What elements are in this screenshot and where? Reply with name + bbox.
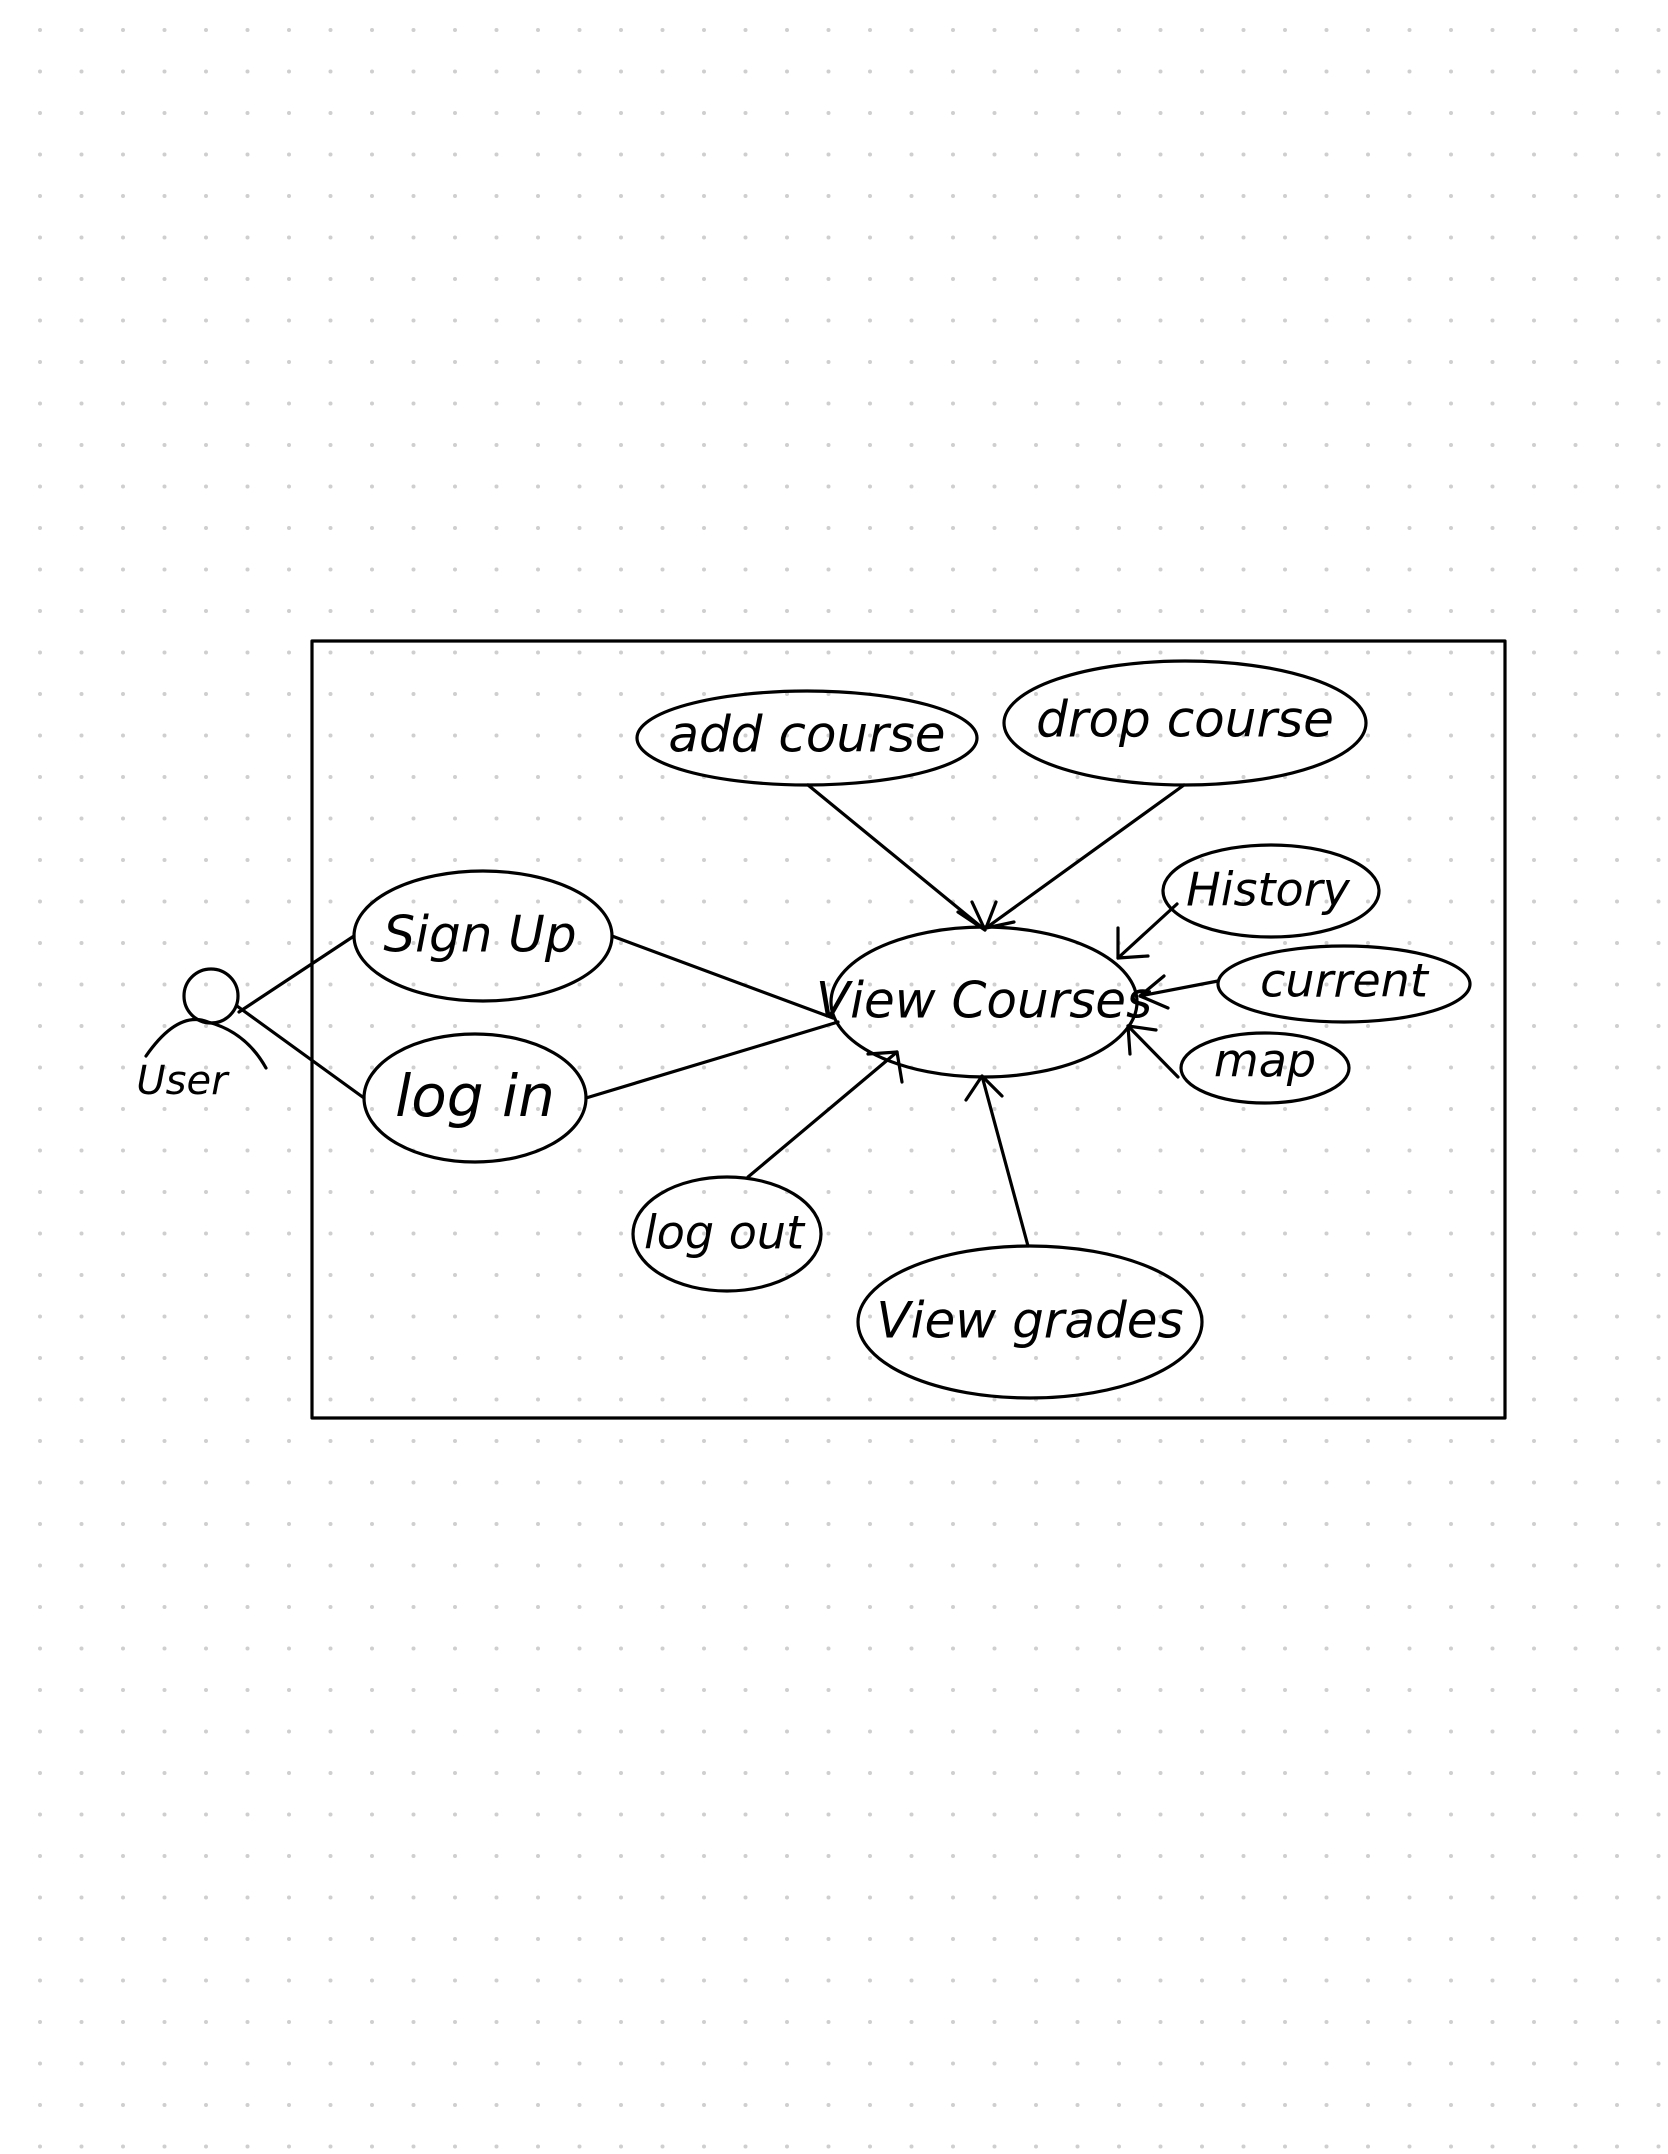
actor-body-icon <box>144 1017 268 1070</box>
usecase-label: History <box>1186 863 1350 917</box>
usecase-map: map <box>1179 1031 1351 1105</box>
arrow-logout-viewcourses <box>746 1050 904 1179</box>
usecase-current: current <box>1216 944 1472 1024</box>
usecase-label: log in <box>395 1062 555 1130</box>
usecase-label: Sign Up <box>383 906 576 964</box>
usecase-label: drop course <box>1036 691 1334 749</box>
actor-head-icon <box>182 967 240 1025</box>
arrow-current-viewcourses <box>1138 974 1220 1010</box>
link-login-viewcourses <box>584 1020 840 1100</box>
user-actor: User <box>136 967 268 1104</box>
arrow-dropcourse-viewcourses <box>984 783 1186 930</box>
usecase-label: add course <box>668 706 945 764</box>
usecase-sign-up: Sign Up <box>352 869 614 1003</box>
usecase-label: map <box>1214 1034 1316 1088</box>
actor-label: User <box>136 1058 230 1104</box>
arrow-history-viewcourses <box>1116 902 1179 960</box>
usecase-label: View Courses <box>816 972 1152 1030</box>
usecase-history: History <box>1161 843 1381 939</box>
assoc-user-login <box>235 1004 366 1100</box>
usecase-view-courses: View Courses <box>816 925 1152 1079</box>
usecase-label: current <box>1260 954 1430 1008</box>
usecase-log-in: log in <box>362 1032 588 1164</box>
usecase-view-grades: View grades <box>856 1244 1204 1400</box>
assoc-user-signup <box>237 934 356 1014</box>
link-signup-viewcourses <box>610 934 835 1020</box>
system-boundary <box>310 639 1507 1420</box>
usecase-log-out: log out <box>631 1175 823 1293</box>
arrow-map-viewcourses <box>1126 1024 1180 1079</box>
usecase-drop-course: drop course <box>1002 659 1368 787</box>
arrow-viewgrades-viewcourses <box>964 1074 1030 1248</box>
dot-grid-background <box>38 28 1661 2149</box>
usecase-label: log out <box>644 1206 806 1260</box>
arrow-addcourse-viewcourses <box>806 783 987 932</box>
usecase-add-course: add course <box>635 689 979 787</box>
usecase-label: View grades <box>876 1292 1183 1350</box>
